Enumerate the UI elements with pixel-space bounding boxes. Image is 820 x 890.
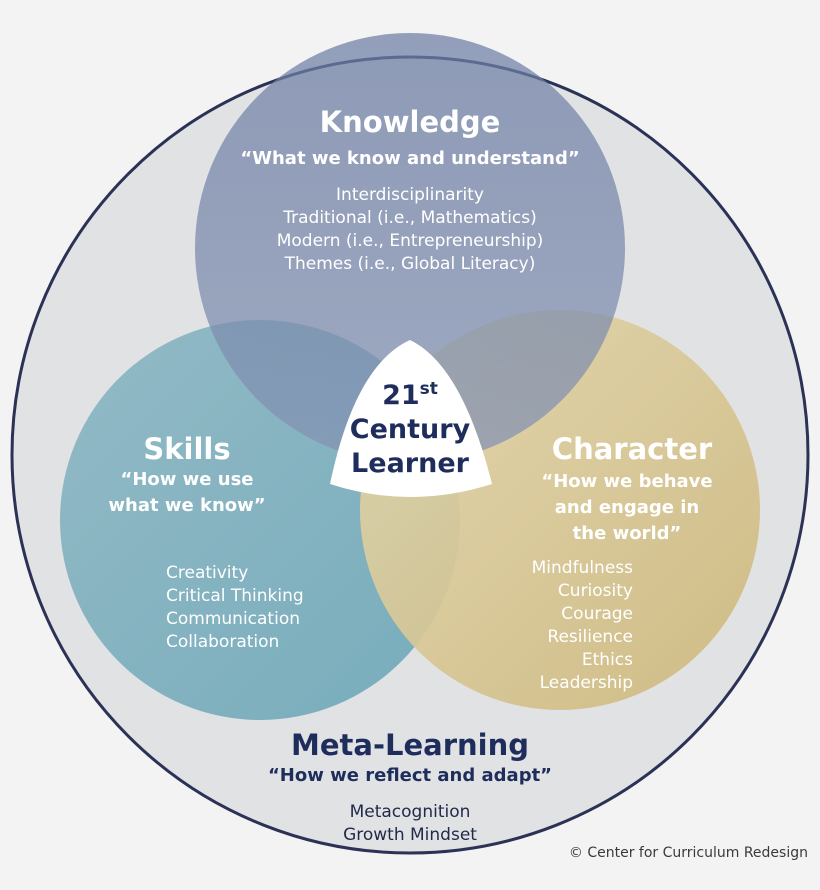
character-quote-line: “How we behave: [541, 471, 713, 492]
character-quote-line: and engage in: [554, 497, 700, 518]
character-title: Character: [551, 432, 713, 466]
knowledge-item: Themes (i.e., Global Literacy): [284, 254, 536, 274]
center-line3: Learner: [351, 448, 469, 479]
center-learner-region: [330, 340, 492, 497]
character-quote-line: the world”: [572, 523, 682, 544]
center-line2: Century: [349, 414, 471, 445]
knowledge-items: Interdisciplinarity Traditional (i.e., M…: [210, 184, 610, 276]
meta-learning-title: Meta-Learning: [290, 728, 529, 762]
skills-items: Creativity Critical Thinking Communicati…: [166, 562, 304, 654]
skills-item: Collaboration: [166, 632, 280, 652]
knowledge-item: Traditional (i.e., Mathematics): [283, 208, 537, 228]
copyright-credit: © Center for Curriculum Redesign: [568, 845, 808, 861]
skills-item: Communication: [166, 609, 300, 629]
skills-quote-line: “How we use: [120, 469, 254, 490]
character-item: Leadership: [539, 673, 633, 693]
character-item: Resilience: [547, 627, 633, 647]
center-learner-label: 21st Century Learner: [340, 372, 480, 481]
character-item: Curiosity: [557, 581, 633, 601]
knowledge-circle: [195, 33, 625, 463]
knowledge-item: Interdisciplinarity: [336, 185, 484, 205]
knowledge-quote: “What we know and understand”: [240, 148, 580, 169]
meta-learning-quote: “How we reflect and adapt”: [267, 765, 553, 786]
meta-learning-item: Metacognition: [349, 802, 471, 822]
character-items: Mindfulness Curiosity Courage Resilience…: [500, 557, 633, 695]
character-item: Ethics: [581, 650, 633, 670]
meta-learning-items: Metacognition Growth Mindset: [260, 801, 560, 847]
center-superscript: st: [419, 379, 438, 399]
skills-title: Skills: [143, 432, 231, 466]
skills-item: Creativity: [166, 563, 249, 583]
center-number: 21: [382, 380, 420, 411]
knowledge-title: Knowledge: [319, 105, 501, 139]
meta-learning-item: Growth Mindset: [343, 825, 477, 845]
knowledge-item: Modern (i.e., Entrepreneurship): [276, 231, 544, 251]
character-quote: “How we behave and engage in the world”: [512, 469, 742, 547]
skills-quote: “How we use what we know”: [87, 467, 287, 519]
character-item: Mindfulness: [531, 558, 633, 578]
skills-quote-line: what we know”: [108, 495, 266, 516]
character-item: Courage: [561, 604, 633, 624]
skills-item: Critical Thinking: [166, 586, 304, 606]
